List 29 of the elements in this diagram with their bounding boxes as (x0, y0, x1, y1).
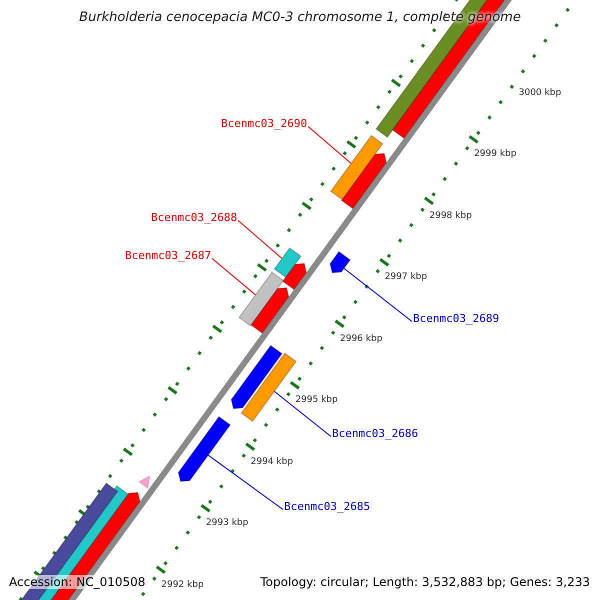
leader-line (212, 258, 256, 296)
gene-bar (238, 272, 284, 326)
gene-label: Bcenmc03_2687 (125, 249, 212, 262)
leader-line (238, 220, 282, 259)
gene-label: Bcenmc03_2690 (221, 117, 308, 130)
gene-label: Bcenmc03_2685 (284, 500, 370, 513)
scale-label: 2996 kbp (340, 334, 382, 344)
leader-line (344, 268, 412, 322)
gene-block (178, 416, 231, 482)
scale-label: 2998 kbp (429, 210, 472, 221)
scale-label: 2994 kbp (250, 456, 294, 467)
scale-label: 2995 kbp (295, 395, 338, 406)
leader-line (308, 126, 352, 164)
gene-block (330, 250, 351, 274)
gene-label: Bcenmc03_2686 (332, 427, 418, 440)
scale-label: 3000 kbp (518, 88, 562, 98)
gene-label: Bcenmc03_2688 (151, 211, 238, 224)
accession-text: Accession: NC_010508 (9, 575, 146, 589)
scale-label: 2997 kbp (384, 272, 428, 282)
scale-label: 2999 kbp (474, 149, 516, 160)
leader-line (208, 454, 284, 510)
gene-bar (240, 352, 297, 422)
scale-label: 2992 kbp (161, 580, 204, 590)
leader-line (274, 390, 332, 437)
genome-summary: Topology: circular; Length: 3,532,883 bp; Genes: 3,233 (260, 575, 590, 589)
gene-label: Bcenmc03_2689 (413, 312, 500, 325)
gene-bar (330, 134, 384, 200)
gene-bar (274, 247, 302, 278)
scale-label: 2993 kbp (206, 518, 248, 528)
